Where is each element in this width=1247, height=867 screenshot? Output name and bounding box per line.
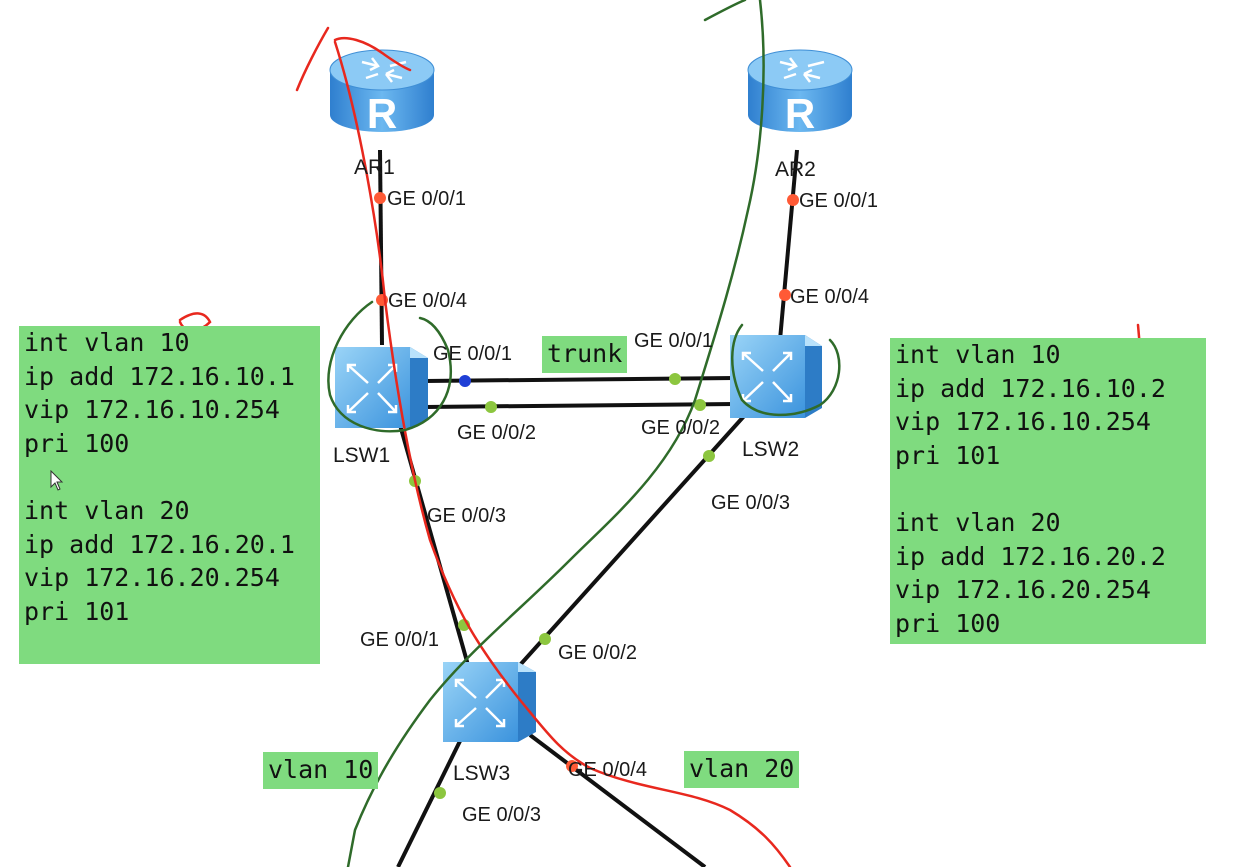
port-dot-lsw3-ge002 bbox=[539, 633, 551, 645]
lsw1-config-line: ip add 172.16.20.1 bbox=[24, 529, 295, 559]
router-ar2-icon: R bbox=[747, 49, 853, 137]
link-ar1-lsw1 bbox=[378, 149, 384, 346]
lsw1-config-line: vip 172.16.20.254 bbox=[24, 563, 280, 592]
port-dot-lsw2-ge004 bbox=[779, 289, 791, 301]
link-ar2-lsw2 bbox=[778, 149, 799, 341]
port-label-lsw2-ge001: GE 0/0/1 bbox=[634, 330, 713, 352]
port-label-lsw3-ge004: GE 0/0/4 bbox=[568, 759, 647, 781]
port-dot-lsw1-ge001 bbox=[459, 375, 471, 387]
lsw1-config-line: int vlan 20 bbox=[24, 496, 190, 525]
router-ar1-glyph: R bbox=[367, 90, 397, 137]
port-label-ar1-ge001: GE 0/0/1 bbox=[387, 188, 466, 210]
port-label-lsw2-ge002: GE 0/0/2 bbox=[641, 417, 720, 439]
lsw1-config-line: int vlan 10 bbox=[24, 328, 190, 357]
lsw1-config-line: pri 101 bbox=[24, 596, 130, 626]
router-ar1-icon: R bbox=[329, 49, 435, 137]
link-lsw1-lsw2-ge2 bbox=[424, 402, 736, 409]
port-dot-lsw2-ge003 bbox=[703, 450, 715, 462]
port-dot-lsw1-ge002 bbox=[485, 401, 497, 413]
lsw2-config-line: int vlan 10 bbox=[895, 340, 1061, 369]
router-ar2-glyph: R bbox=[785, 90, 815, 137]
vlan20-tag: vlan 20 bbox=[684, 751, 800, 788]
port-dot-lsw3-ge003 bbox=[434, 787, 446, 799]
port-dot-lsw2-ge001 bbox=[669, 373, 681, 385]
mouse-cursor-icon bbox=[50, 470, 64, 491]
lsw1-config-line: vip 172.16.10.254 bbox=[24, 395, 280, 424]
lsw1-config-line: ip add 172.16.10.1 bbox=[24, 361, 295, 391]
port-label-lsw3-ge002: GE 0/0/2 bbox=[558, 642, 637, 664]
lsw2-config-line: int vlan 20 bbox=[895, 508, 1061, 537]
trunk-tag: trunk bbox=[542, 336, 628, 373]
lsw2-config-line: ip add 172.16.10.2 bbox=[895, 373, 1166, 403]
lsw2-config-line: ip add 172.16.20.2 bbox=[895, 541, 1166, 571]
lsw2-vrrp-config: int vlan 10 ip add 172.16.10.2 vip 172.1… bbox=[890, 338, 1206, 644]
device-label-ar2: AR2 bbox=[775, 158, 816, 181]
green-handwritten-annotation bbox=[327, 0, 841, 867]
lsw2-config-line: pri 100 bbox=[895, 608, 1001, 638]
link-lsw3-ge4 bbox=[528, 733, 707, 867]
device-label-lsw3: LSW3 bbox=[453, 762, 511, 785]
port-label-lsw3-ge003: GE 0/0/3 bbox=[462, 804, 541, 826]
lsw2-config-line: vip 172.16.10.254 bbox=[895, 407, 1151, 436]
link-lsw3-ge3 bbox=[396, 736, 464, 867]
switch-lsw1-icon bbox=[335, 347, 428, 428]
port-label-lsw1-ge003: GE 0/0/3 bbox=[427, 505, 506, 527]
link-lsw1-lsw2-ge1 bbox=[424, 376, 736, 383]
lsw2-config-line: pri 101 bbox=[895, 440, 1001, 470]
port-dot-lsw2-ge002 bbox=[694, 399, 706, 411]
lsw2-config-line: vip 172.16.20.254 bbox=[895, 575, 1151, 604]
port-label-lsw2-ge004: GE 0/0/4 bbox=[790, 286, 869, 308]
port-label-lsw1-ge004: GE 0/0/4 bbox=[388, 290, 467, 312]
device-label-ar1: AR1 bbox=[354, 156, 395, 179]
lsw1-config-line: pri 100 bbox=[24, 428, 130, 458]
port-label-ar2-ge001: GE 0/0/1 bbox=[799, 190, 878, 212]
device-label-lsw2: LSW2 bbox=[742, 438, 800, 461]
port-label-lsw3-ge001: GE 0/0/1 bbox=[360, 629, 439, 651]
lsw1-vrrp-config: int vlan 10 ip add 172.16.10.1 vip 172.1… bbox=[19, 326, 320, 664]
device-label-lsw1: LSW1 bbox=[333, 444, 391, 467]
port-label-lsw1-ge001: GE 0/0/1 bbox=[433, 343, 512, 365]
port-label-lsw1-ge002: GE 0/0/2 bbox=[457, 422, 536, 444]
port-dot-ar2-ge001 bbox=[787, 194, 799, 206]
vlan10-tag: vlan 10 bbox=[263, 752, 379, 789]
port-dot-ar1-ge001 bbox=[374, 192, 386, 204]
switch-lsw2-icon bbox=[730, 335, 822, 418]
switch-lsw3-icon bbox=[443, 662, 536, 742]
port-dot-lsw3-ge004 bbox=[566, 760, 578, 772]
port-label-lsw2-ge003: GE 0/0/3 bbox=[711, 492, 790, 514]
